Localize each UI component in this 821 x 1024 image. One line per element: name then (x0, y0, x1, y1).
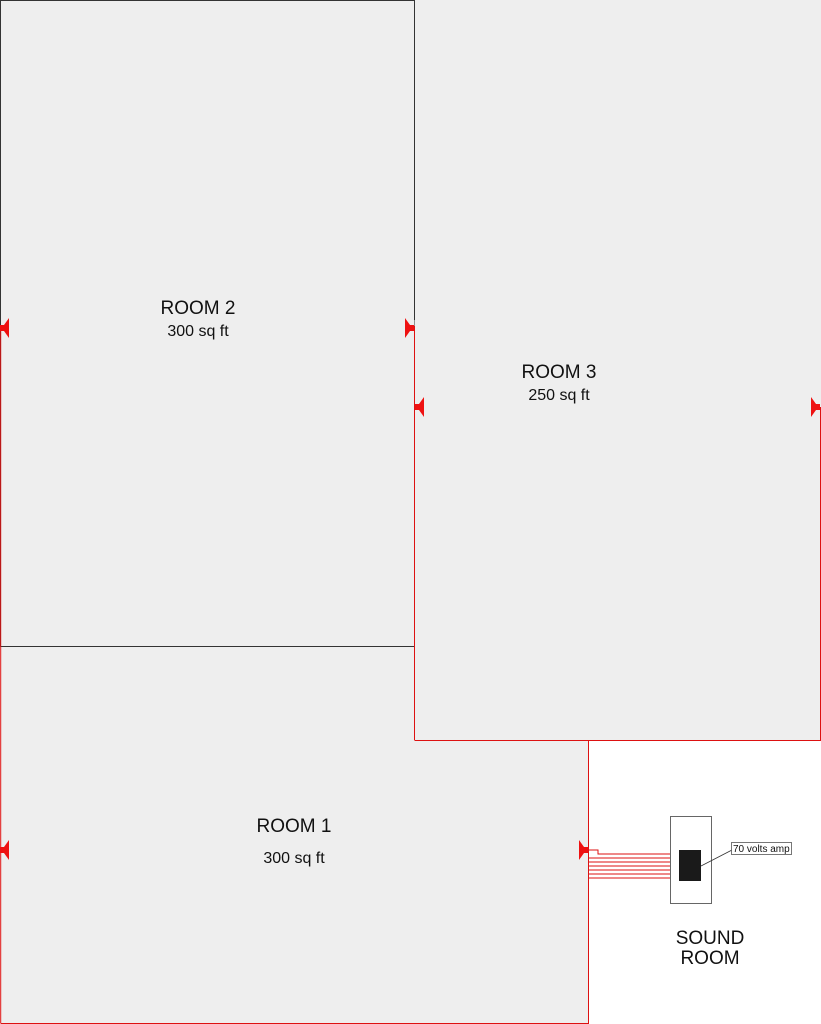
room-labels: ROOM 2 300 sq ft ROOM 3 250 sq ft ROOM 1… (161, 298, 597, 867)
sound-room-label-line2: ROOM (680, 948, 739, 969)
room-2-name: ROOM 2 (161, 298, 236, 319)
room-3-area (414, 0, 821, 740)
sound-room-label-line1: SOUND (676, 928, 745, 949)
room-3 (414, 0, 821, 740)
room-1-area (0, 646, 589, 1024)
room-2-area (0, 0, 415, 647)
sound-room: 70 volts amp SOUND ROOM (670, 816, 792, 969)
amp-callout-line (700, 849, 733, 867)
room-1-name: ROOM 1 (257, 816, 332, 837)
room-1 (0, 646, 589, 1024)
amp-label-box (731, 842, 792, 855)
room-3-size: 250 sq ft (528, 387, 590, 404)
wire-bundle-1 (588, 849, 682, 855)
room-3-name: ROOM 3 (522, 362, 597, 383)
amplifier-icon (679, 850, 701, 881)
room-2 (0, 0, 415, 647)
amp-label: 70 volts amp (733, 844, 790, 855)
room-1-size: 300 sq ft (263, 850, 325, 867)
room-2-size: 300 sq ft (167, 323, 229, 340)
